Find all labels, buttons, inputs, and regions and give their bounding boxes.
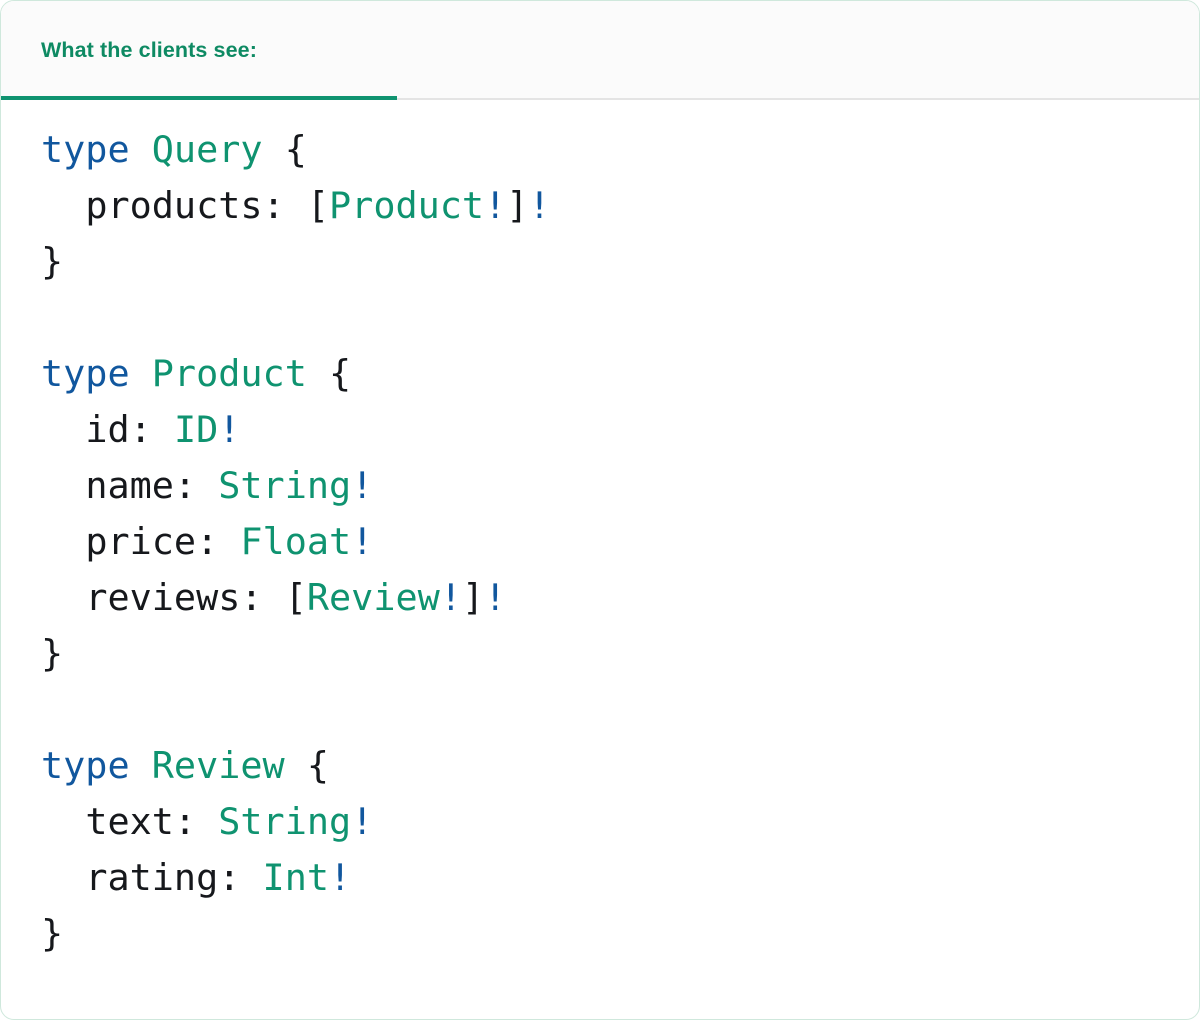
code-line: type Product { xyxy=(41,352,352,395)
code-line xyxy=(41,682,1199,738)
code-line xyxy=(41,290,1199,346)
code-line: name: String! xyxy=(85,464,374,507)
code-line: type Review { xyxy=(41,744,330,787)
code-line: type Query { xyxy=(41,128,307,171)
code-line: } xyxy=(41,240,64,283)
tab-bar: What the clients see: xyxy=(1,1,1199,100)
tab-label: What the clients see: xyxy=(41,38,257,62)
code-line: price: Float! xyxy=(85,520,374,563)
code-line: reviews: [Review!]! xyxy=(85,576,507,619)
graphql-schema-code[interactable]: type Query { products: [Product!]!} type … xyxy=(1,100,1199,962)
code-line: } xyxy=(41,632,64,675)
code-line: id: ID! xyxy=(85,408,241,451)
code-line: products: [Product!]! xyxy=(85,184,551,227)
code-line: rating: Int! xyxy=(85,856,352,899)
code-line: text: String! xyxy=(85,800,374,843)
code-line: } xyxy=(41,912,64,955)
tab-what-the-clients-see[interactable]: What the clients see: xyxy=(1,1,397,100)
